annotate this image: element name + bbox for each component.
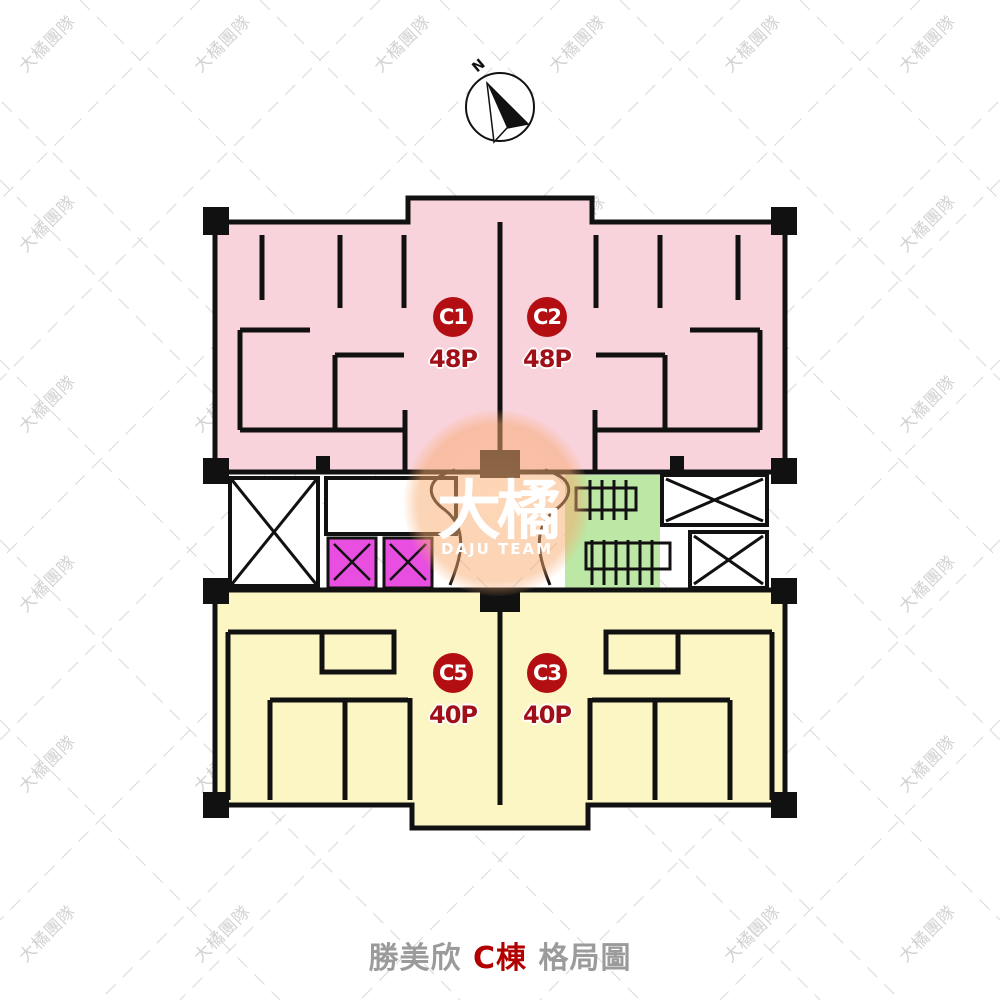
caption-suffix: 格局圖 bbox=[538, 941, 632, 976]
caption-building: C棟 bbox=[472, 941, 528, 976]
north-compass-icon bbox=[465, 72, 535, 144]
caption-project-name: 勝美欣 bbox=[368, 941, 462, 976]
unit-size-c1: 48P bbox=[429, 345, 478, 373]
unit-size-c3: 40P bbox=[523, 701, 572, 729]
unit-badge-c5: C5 bbox=[433, 653, 473, 693]
unit-size-c2: 48P bbox=[523, 345, 572, 373]
logo-subtitle: DAJU TEAM bbox=[440, 540, 554, 558]
columns bbox=[203, 207, 797, 818]
unit-size-c5: 40P bbox=[429, 701, 478, 729]
daju-team-logo: 大橘 DAJU TEAM bbox=[404, 410, 590, 596]
unit-badge-c3: C3 bbox=[527, 653, 567, 693]
logo-text: 大橘 bbox=[437, 475, 561, 549]
unit-badge-c1: C1 bbox=[433, 297, 473, 337]
floor-plan-caption: 勝美欣 C棟 格局圖 bbox=[0, 933, 1000, 977]
unit-badge-c2: C2 bbox=[527, 297, 567, 337]
